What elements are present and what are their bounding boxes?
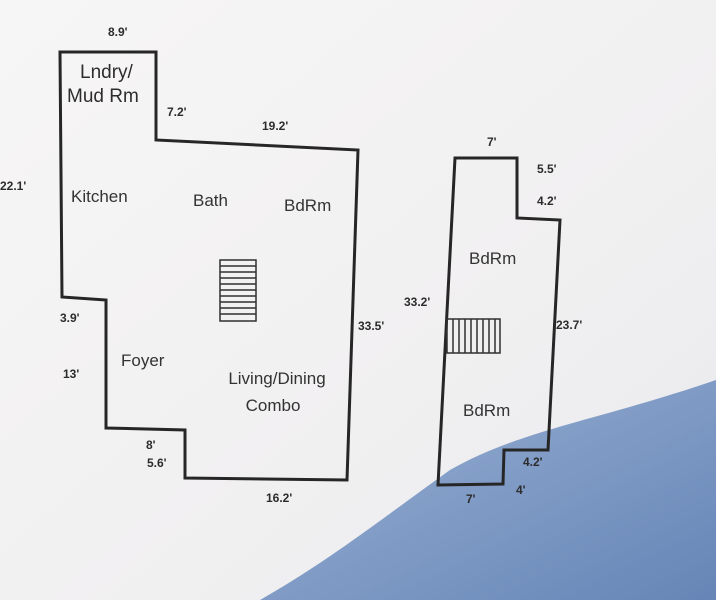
laundry-room-label-line1: Lndry/ bbox=[80, 62, 133, 83]
dim-top-main: 19.2' bbox=[262, 119, 289, 133]
combo-label: Combo bbox=[245, 396, 301, 415]
laundry-room-label: Lndry/ bbox=[80, 63, 133, 83]
dim-right-top-step: 5.5' bbox=[537, 162, 557, 176]
dim-right: 33.5' bbox=[358, 319, 385, 333]
dim-right-right-step: 4.2' bbox=[537, 194, 557, 208]
dim-left-lower: 13' bbox=[63, 367, 80, 381]
dim-top-laundry: 8.9' bbox=[108, 25, 128, 39]
dim-bottom: 16.2' bbox=[266, 491, 293, 505]
stairs-icon bbox=[446, 318, 501, 354]
left-floor-outline bbox=[58, 50, 360, 482]
dim-bottom-step-a: 8' bbox=[146, 438, 156, 452]
dim-right-bottom-step-b: 4' bbox=[516, 483, 526, 497]
dim-right-bottom: 7' bbox=[466, 492, 476, 506]
dim-bottom-step-b: 5.6' bbox=[147, 456, 167, 470]
right-floor-outline bbox=[436, 156, 562, 487]
dim-laundry-side: 7.2' bbox=[167, 105, 187, 119]
dim-right-left: 33.2' bbox=[404, 295, 431, 309]
stairs-icon bbox=[219, 259, 257, 322]
dim-right-right: 23.7' bbox=[556, 318, 583, 332]
laundry-room-label-line2: Mud Rm bbox=[67, 86, 139, 107]
living-dining-label: Living/Dining bbox=[228, 369, 326, 388]
dim-left-upper: 22.1' bbox=[0, 179, 27, 193]
dim-right-bottom-step-a: 4.2' bbox=[523, 455, 543, 469]
bath-label: Bath bbox=[193, 191, 228, 210]
mudroom-label: Mud Rm bbox=[67, 87, 139, 107]
dim-right-top: 7' bbox=[487, 135, 497, 149]
foyer-label: Foyer bbox=[121, 351, 165, 370]
bedroom-label: BdRm bbox=[284, 196, 332, 215]
upper-bedroom-label: BdRm bbox=[469, 249, 517, 268]
dim-left-step: 3.9' bbox=[60, 311, 80, 325]
shadow-region bbox=[260, 380, 716, 600]
lower-bedroom-label: BdRm bbox=[463, 401, 511, 420]
kitchen-label: Kitchen bbox=[71, 187, 128, 206]
